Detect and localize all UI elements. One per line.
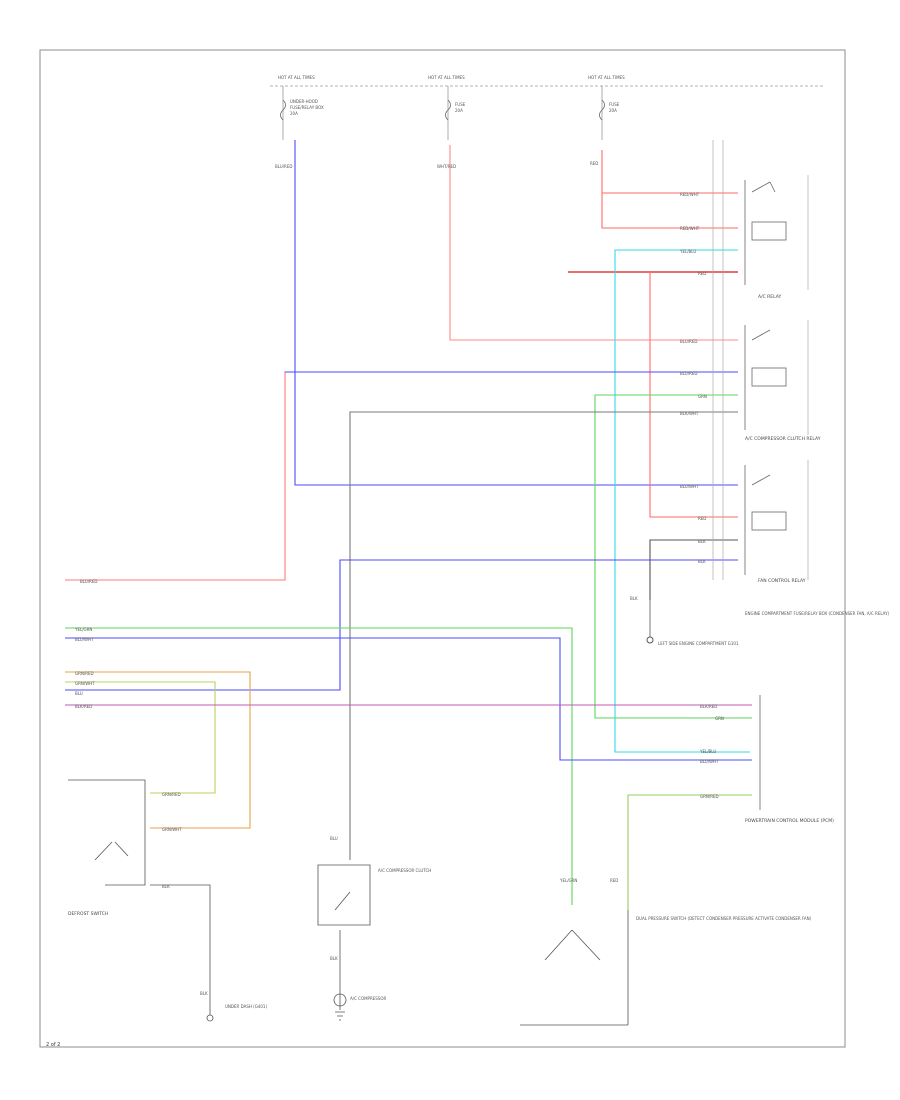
hot3-label: HOT AT ALL TIMES [588, 75, 625, 80]
ground-left [646, 600, 654, 644]
wire-paths [65, 140, 752, 910]
svg-text:RED/WHT: RED/WHT [680, 226, 700, 231]
relay-compressor [744, 325, 787, 430]
svg-text:GRN/RED: GRN/RED [162, 792, 181, 797]
fuse-box-boundary [712, 140, 809, 580]
svg-text:BLU/WHT: BLU/WHT [700, 759, 719, 764]
wire-grn-wht-left [65, 681, 216, 794]
svg-text:GRN: GRN [698, 394, 707, 399]
svg-text:YEL/GRN: YEL/GRN [74, 627, 92, 632]
wire-grn-red-left [65, 671, 251, 829]
relay1-label: A/C RELAY [758, 294, 781, 300]
wire-yel-grn-pcm-2 [627, 794, 752, 910]
svg-text:RED: RED [698, 271, 706, 276]
svg-text:YEL/BLU: YEL/BLU [679, 249, 696, 254]
svg-text:GRN/RED: GRN/RED [75, 671, 94, 676]
relay-fan [744, 465, 787, 575]
svg-text:YEL/BLU: YEL/BLU [699, 749, 716, 754]
svg-text:YEL/GRN: YEL/GRN [559, 878, 577, 883]
clutch-label: A/C COMPRESSOR CLUTCH [378, 868, 431, 873]
dual-pressure-label: DUAL PRESSURE SWITCH (DETECT CONDENSER P… [636, 916, 812, 921]
svg-text:BLK/WHT: BLK/WHT [680, 411, 699, 416]
relay3-label: FAN CONTROL RELAY [758, 578, 806, 584]
fuse-2: FUSE 20A [445, 86, 466, 140]
dual-pressure-switch [520, 910, 629, 1026]
svg-text:BLU/WHT: BLU/WHT [75, 637, 94, 642]
wire-red-relay1 [601, 150, 738, 229]
wire-blu-red-main [294, 140, 738, 486]
ground-left-label: LEFT SIDE ENGINE COMPARTMENT G101 [658, 641, 739, 646]
svg-text:FUSE: FUSE [455, 102, 466, 107]
svg-text:BLK: BLK [630, 596, 638, 601]
relay-ac [744, 180, 787, 285]
hot1-label: HOT AT ALL TIMES [278, 75, 315, 80]
svg-text:RED: RED [610, 878, 618, 883]
wire-wht-red [449, 145, 738, 341]
fuse-3: FUSE 20A [599, 86, 620, 140]
relay2-label: A/C COMPRESSOR CLUTCH RELAY [745, 436, 821, 442]
svg-text:BLU/RED: BLU/RED [275, 164, 292, 169]
svg-text:FUSE: FUSE [609, 102, 620, 107]
svg-text:BLU/RED: BLU/RED [680, 339, 697, 344]
svg-text:BLK/RED: BLK/RED [75, 704, 92, 709]
svg-text:GRN: GRN [715, 716, 724, 721]
wire-grn [594, 394, 752, 719]
svg-text:WHT/RED: WHT/RED [437, 164, 456, 169]
svg-text:20A: 20A [290, 111, 298, 116]
fuse-1: UNDER-HOOD FUSE/RELAY BOX 20A [280, 86, 324, 140]
svg-text:BLU: BLU [75, 691, 83, 696]
wire-labels: BLU/RED WHT/RED RED RED/WHT RED/WHT YEL/… [74, 161, 724, 996]
page-number: 2 of 2 [46, 1042, 60, 1048]
engine-box-label: ENGINE COMPARTMENT FUSE/RELAY BOX (CONDE… [745, 611, 890, 616]
wire-cyan [614, 249, 750, 753]
pcm-label: POWERTRAIN CONTROL MODULE (PCM) [745, 818, 834, 824]
svg-text:FUSE/RELAY BOX: FUSE/RELAY BOX [290, 105, 324, 110]
wire-blu-fan [65, 559, 738, 691]
wire-yel-grn-left [65, 627, 573, 905]
wire-blu-red-relay2 [65, 371, 738, 581]
wire-blu-wht-left [65, 637, 752, 761]
compressor-clutch [317, 864, 371, 1021]
svg-text:20A: 20A [609, 108, 617, 113]
svg-text:BLU/RED: BLU/RED [80, 579, 97, 584]
defrost-label: DEFROST SWITCH [68, 911, 108, 917]
diagram-border [39, 49, 846, 1048]
svg-text:20A: 20A [455, 108, 463, 113]
svg-text:RED: RED [698, 516, 706, 521]
svg-text:GRN/WHT: GRN/WHT [75, 681, 95, 686]
svg-text:BLU: BLU [330, 836, 338, 841]
svg-text:GRN/WHT: GRN/WHT [162, 827, 182, 832]
ground-defrost-label: UNDER DASH (G401) [225, 1004, 267, 1009]
hot2-label: HOT AT ALL TIMES [428, 75, 465, 80]
wire-blk-fan [649, 539, 738, 600]
svg-text:BLK: BLK [698, 539, 706, 544]
svg-text:BLK: BLK [162, 884, 170, 889]
svg-text:BLK: BLK [698, 559, 706, 564]
comp-label: A/C COMPRESSOR [350, 996, 386, 1001]
svg-text:BLK: BLK [200, 991, 208, 996]
svg-text:UNDER-HOOD: UNDER-HOOD [290, 99, 318, 104]
svg-text:BLU/RED: BLU/RED [680, 371, 697, 376]
wire-yel-grn-pcm [627, 794, 752, 910]
svg-text:RED: RED [590, 161, 598, 166]
defrost-switch [68, 779, 214, 1022]
svg-text:BLU/WHT: BLU/WHT [680, 484, 699, 489]
svg-text:BLK: BLK [330, 956, 338, 961]
wire-blk-wht [349, 411, 738, 860]
svg-text:RED/WHT: RED/WHT [680, 192, 700, 197]
wire-red-fan [649, 272, 738, 518]
svg-text:GRN/RED: GRN/RED [700, 794, 719, 799]
svg-text:BLK/RED: BLK/RED [700, 704, 717, 709]
